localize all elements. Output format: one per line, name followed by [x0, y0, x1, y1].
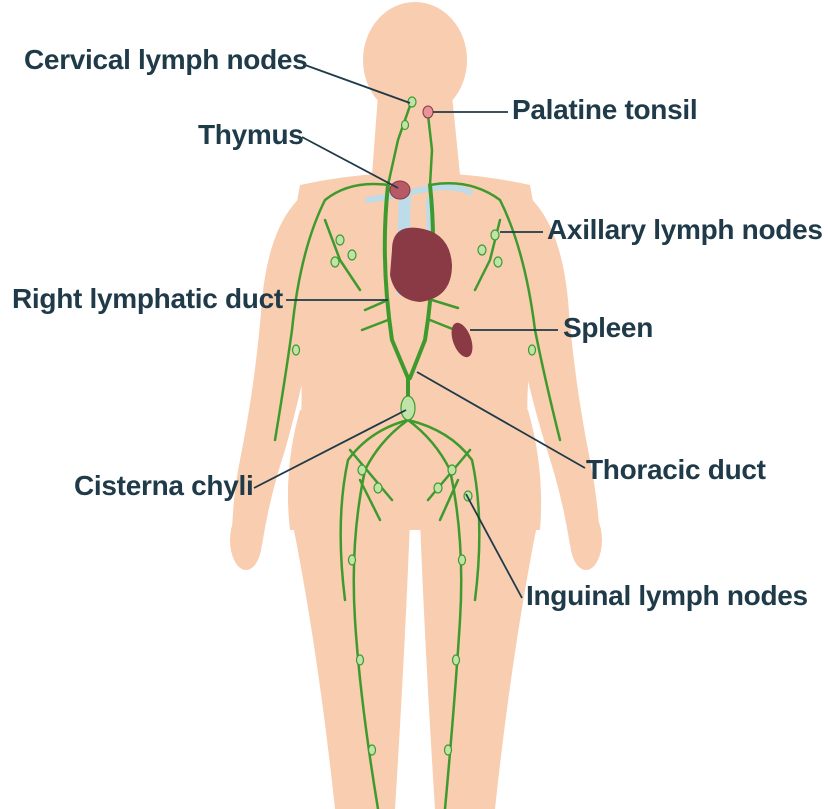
label-inguinal-lymph-nodes: Inguinal lymph nodes [526, 582, 808, 610]
label-cervical-lymph-nodes: Cervical lymph nodes [24, 46, 307, 74]
label-thoracic-duct: Thoracic duct [586, 456, 766, 484]
label-cisterna-chyli: Cisterna chyli [74, 472, 253, 500]
label-thymus: Thymus [198, 121, 304, 149]
label-axillary-lymph-nodes: Axillary lymph nodes [547, 216, 823, 244]
label-palatine-tonsil: Palatine tonsil [512, 96, 697, 124]
label-right-lymphatic-duct: Right lymphatic duct [12, 285, 283, 313]
label-spleen: Spleen [563, 314, 653, 342]
palatine-tonsil [423, 106, 433, 118]
thymus-gland [390, 181, 410, 199]
